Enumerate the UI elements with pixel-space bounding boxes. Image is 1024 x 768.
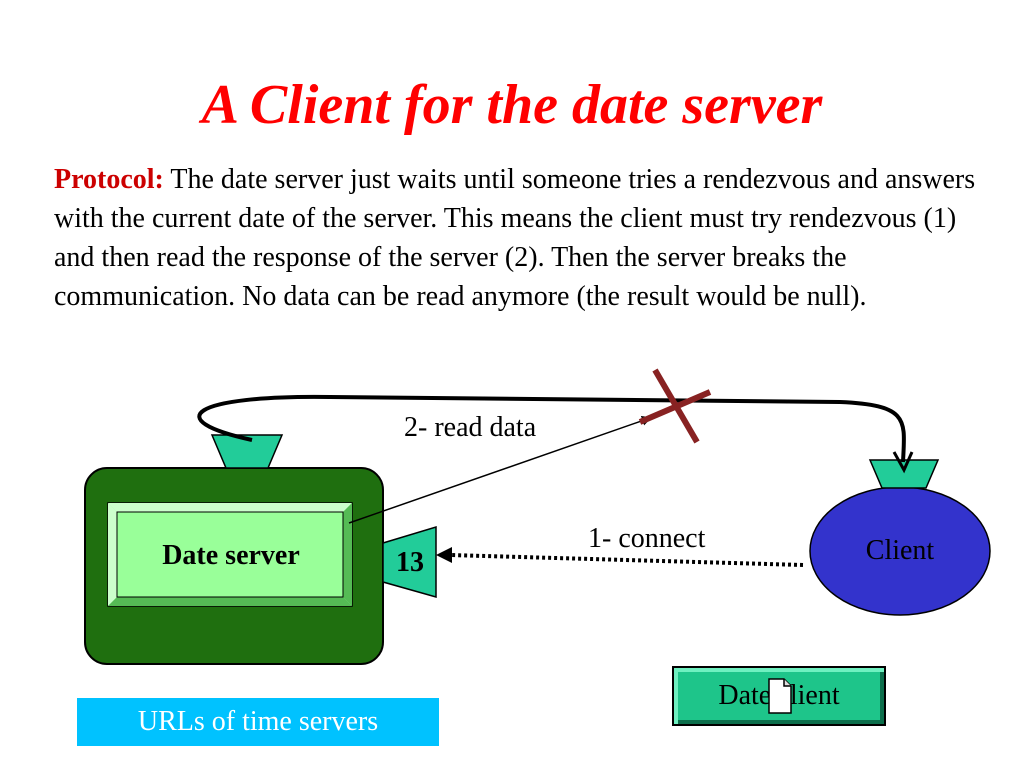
time-servers-link[interactable]: URLs of time servers	[77, 698, 439, 746]
protocol-text: The date server just waits until someone…	[54, 164, 976, 312]
port-label: 13	[396, 547, 424, 578]
panel-bevel-bottom	[108, 597, 352, 606]
client-label: Client	[865, 535, 935, 566]
connect-arrowhead	[436, 547, 452, 563]
connection-curve	[197, 394, 906, 463]
protocol-paragraph: Protocol: The date server just waits unt…	[54, 160, 984, 316]
connect-label: 1- connect	[588, 523, 706, 554]
connect-line	[449, 553, 804, 567]
slide-title: A Client for the date server	[201, 74, 823, 136]
port-funnel	[382, 525, 437, 598]
panel-bevel-right	[343, 503, 352, 606]
panel-bevel-top	[108, 503, 352, 512]
document-icon[interactable]	[768, 678, 792, 714]
protocol-lead: Protocol:	[54, 164, 164, 195]
read-data-label: 2- read data	[404, 412, 537, 443]
panel-bevel-left	[108, 503, 117, 606]
server-label: Date server	[162, 540, 300, 571]
panel-face	[116, 511, 344, 598]
broken-cross-b	[638, 389, 712, 425]
connection-arrowhead	[892, 451, 914, 474]
client-funnel	[868, 459, 940, 489]
server-funnel	[210, 434, 284, 469]
read-data-line	[348, 415, 652, 524]
